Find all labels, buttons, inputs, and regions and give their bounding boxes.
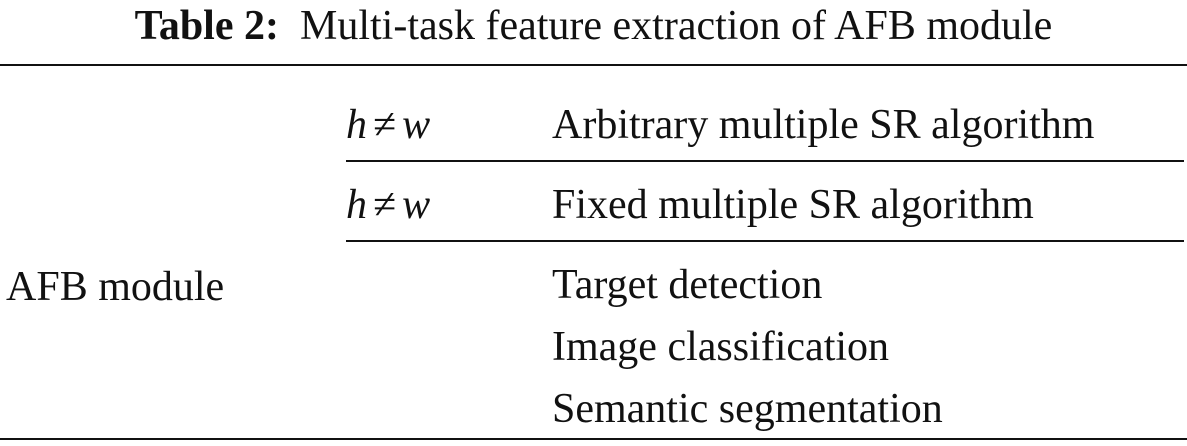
condition-lhs: h — [346, 182, 367, 228]
task-fixed-multiple-sr: Fixed multiple SR algorithm — [552, 182, 1034, 228]
mid-rule-1 — [346, 160, 1184, 162]
caption-text: Multi-task feature extraction of AFB mod… — [299, 3, 1053, 49]
condition-rhs: w — [402, 102, 431, 148]
task-semantic-segmentation: Semantic segmentation — [552, 386, 943, 432]
task-target-detection: Target detection — [552, 262, 823, 308]
top-rule — [0, 64, 1187, 66]
not-equal-symbol: ≠ — [373, 182, 397, 228]
condition-rhs: w — [402, 182, 431, 228]
condition-h-ne-w-1: h≠w — [346, 100, 430, 150]
mid-rule-2 — [346, 240, 1184, 242]
not-equal-symbol: ≠ — [373, 102, 397, 148]
condition-h-ne-w-2: h≠w — [346, 180, 430, 230]
row-header-afb-module: AFB module — [6, 264, 225, 310]
task-image-classification: Image classification — [552, 324, 890, 370]
caption-label: Table 2: — [134, 3, 279, 49]
condition-lhs: h — [346, 102, 367, 148]
task-arbitrary-multiple-sr: Arbitrary multiple SR algorithm — [552, 102, 1095, 148]
table-caption: Table 2: Multi-task feature extraction o… — [0, 0, 1187, 52]
bottom-rule — [0, 438, 1187, 440]
